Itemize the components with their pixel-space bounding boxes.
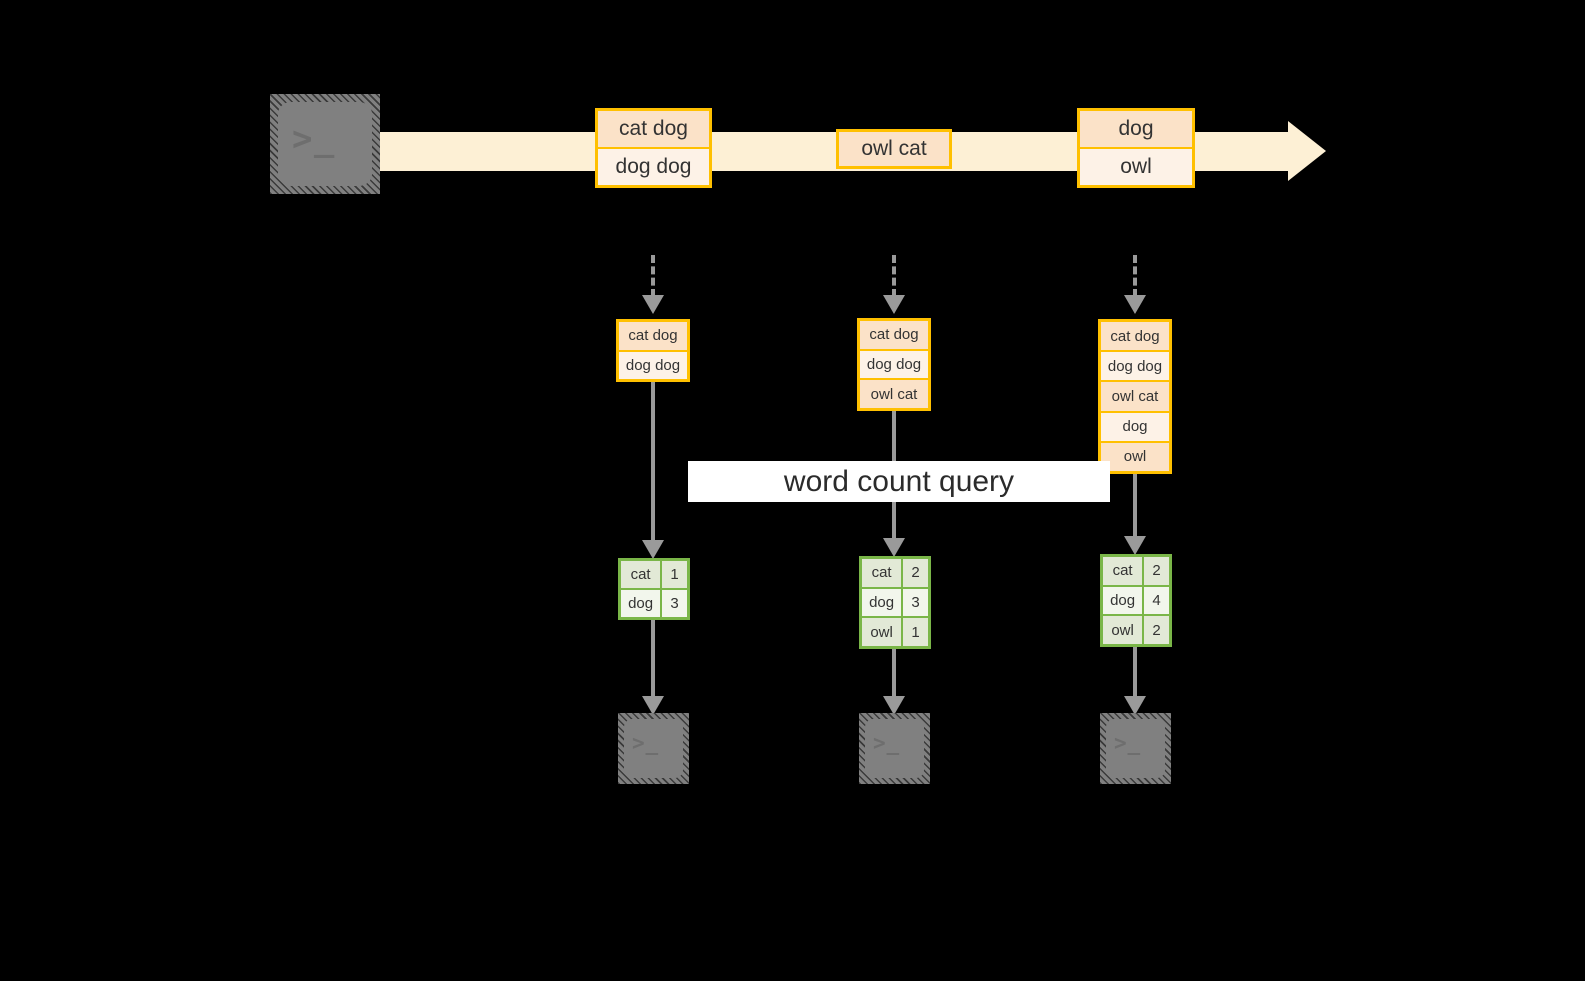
snapshot-event-row: cat dog <box>1101 322 1169 353</box>
snapshot-1-result-table[interactable]: cat 1 dog 3 <box>618 558 690 620</box>
terminal-prompt-glyph: >_ <box>1114 731 1141 755</box>
stream-event-group-2[interactable]: owl cat <box>836 129 952 169</box>
terminal-body <box>865 719 924 778</box>
snapshot-2-dashed-arrowhead <box>883 295 905 314</box>
event-stream-arrowhead <box>1288 121 1326 181</box>
result-row: dog 3 <box>621 590 687 617</box>
result-word: dog <box>862 588 904 617</box>
snapshot-2-sink-terminal-icon[interactable]: >_ <box>859 713 930 784</box>
snapshot-1-sink-connector <box>651 620 655 698</box>
snapshot-1-query-arrowhead <box>642 540 664 559</box>
result-count: 3 <box>903 588 928 617</box>
stream-event-line: cat dog <box>598 111 709 149</box>
snapshot-event-row: owl cat <box>1101 382 1169 413</box>
snapshot-2-sink-connector <box>892 649 896 699</box>
result-row: dog 4 <box>1103 586 1169 617</box>
snapshot-1-event-list[interactable]: cat dog dog dog <box>616 319 690 382</box>
snapshot-1-sink-arrowhead <box>642 696 664 715</box>
result-word: owl <box>1103 616 1145 645</box>
snapshot-event-row: dog dog <box>1101 352 1169 383</box>
query-label: word count query <box>688 461 1110 502</box>
result-word: cat <box>621 561 663 588</box>
result-count: 1 <box>903 618 928 647</box>
result-count: 2 <box>1144 616 1169 645</box>
terminal-body <box>1106 719 1165 778</box>
result-row: dog 3 <box>862 588 928 619</box>
result-word: dog <box>621 590 663 617</box>
stream-event-line: owl <box>1080 149 1192 185</box>
result-row: cat 1 <box>621 561 687 590</box>
terminal-body <box>278 102 372 186</box>
terminal-prompt-glyph: >_ <box>632 731 659 755</box>
snapshot-2-result-table[interactable]: cat 2 dog 3 owl 1 <box>859 556 931 649</box>
result-row: owl 1 <box>862 618 928 647</box>
result-row: cat 2 <box>1103 557 1169 587</box>
result-row: cat 2 <box>862 559 928 589</box>
snapshot-event-row: owl <box>1101 442 1169 472</box>
result-count: 1 <box>662 561 687 588</box>
terminal-body <box>624 719 683 778</box>
snapshot-event-row: owl cat <box>860 380 928 409</box>
result-count: 3 <box>662 590 687 617</box>
source-terminal-icon[interactable]: >_ <box>270 94 380 194</box>
snapshot-event-row: dog dog <box>860 350 928 381</box>
snapshot-3-dashed-connector <box>1133 255 1137 297</box>
snapshot-1-dashed-arrowhead <box>642 295 664 314</box>
snapshot-1-dashed-connector <box>651 255 655 297</box>
stream-event-line: dog dog <box>598 149 709 185</box>
snapshot-event-row: cat dog <box>619 322 687 352</box>
stream-event-line: owl cat <box>839 132 949 166</box>
terminal-prompt-glyph: >_ <box>873 731 900 755</box>
snapshot-3-query-arrowhead <box>1124 536 1146 555</box>
snapshot-event-row: dog dog <box>619 351 687 379</box>
result-count: 2 <box>903 559 928 587</box>
snapshot-3-result-table[interactable]: cat 2 dog 4 owl 2 <box>1100 554 1172 647</box>
stream-event-group-3[interactable]: dog owl <box>1077 108 1195 188</box>
snapshot-1-sink-terminal-icon[interactable]: >_ <box>618 713 689 784</box>
result-word: dog <box>1103 586 1145 615</box>
result-count: 4 <box>1144 586 1169 615</box>
result-word: cat <box>1103 557 1145 585</box>
snapshot-3-sink-terminal-icon[interactable]: >_ <box>1100 713 1171 784</box>
snapshot-3-sink-arrowhead <box>1124 696 1146 715</box>
terminal-prompt-glyph: >_ <box>292 119 336 159</box>
snapshot-2-event-list[interactable]: cat dog dog dog owl cat <box>857 318 931 411</box>
snapshot-2-query-arrowhead <box>883 538 905 557</box>
snapshot-3-query-connector <box>1133 474 1137 538</box>
snapshot-3-dashed-arrowhead <box>1124 295 1146 314</box>
snapshot-2-dashed-connector <box>892 255 896 297</box>
snapshot-event-row: cat dog <box>860 321 928 351</box>
snapshot-3-event-list[interactable]: cat dog dog dog owl cat dog owl <box>1098 319 1172 474</box>
snapshot-event-row: dog <box>1101 412 1169 443</box>
snapshot-1-query-connector <box>651 382 655 542</box>
result-count: 2 <box>1144 557 1169 585</box>
result-word: cat <box>862 559 904 587</box>
snapshot-2-sink-arrowhead <box>883 696 905 715</box>
snapshot-3-sink-connector <box>1133 647 1137 699</box>
result-word: owl <box>862 618 904 647</box>
stream-event-group-1[interactable]: cat dog dog dog <box>595 108 712 188</box>
result-row: owl 2 <box>1103 616 1169 645</box>
stream-event-line: dog <box>1080 111 1192 149</box>
